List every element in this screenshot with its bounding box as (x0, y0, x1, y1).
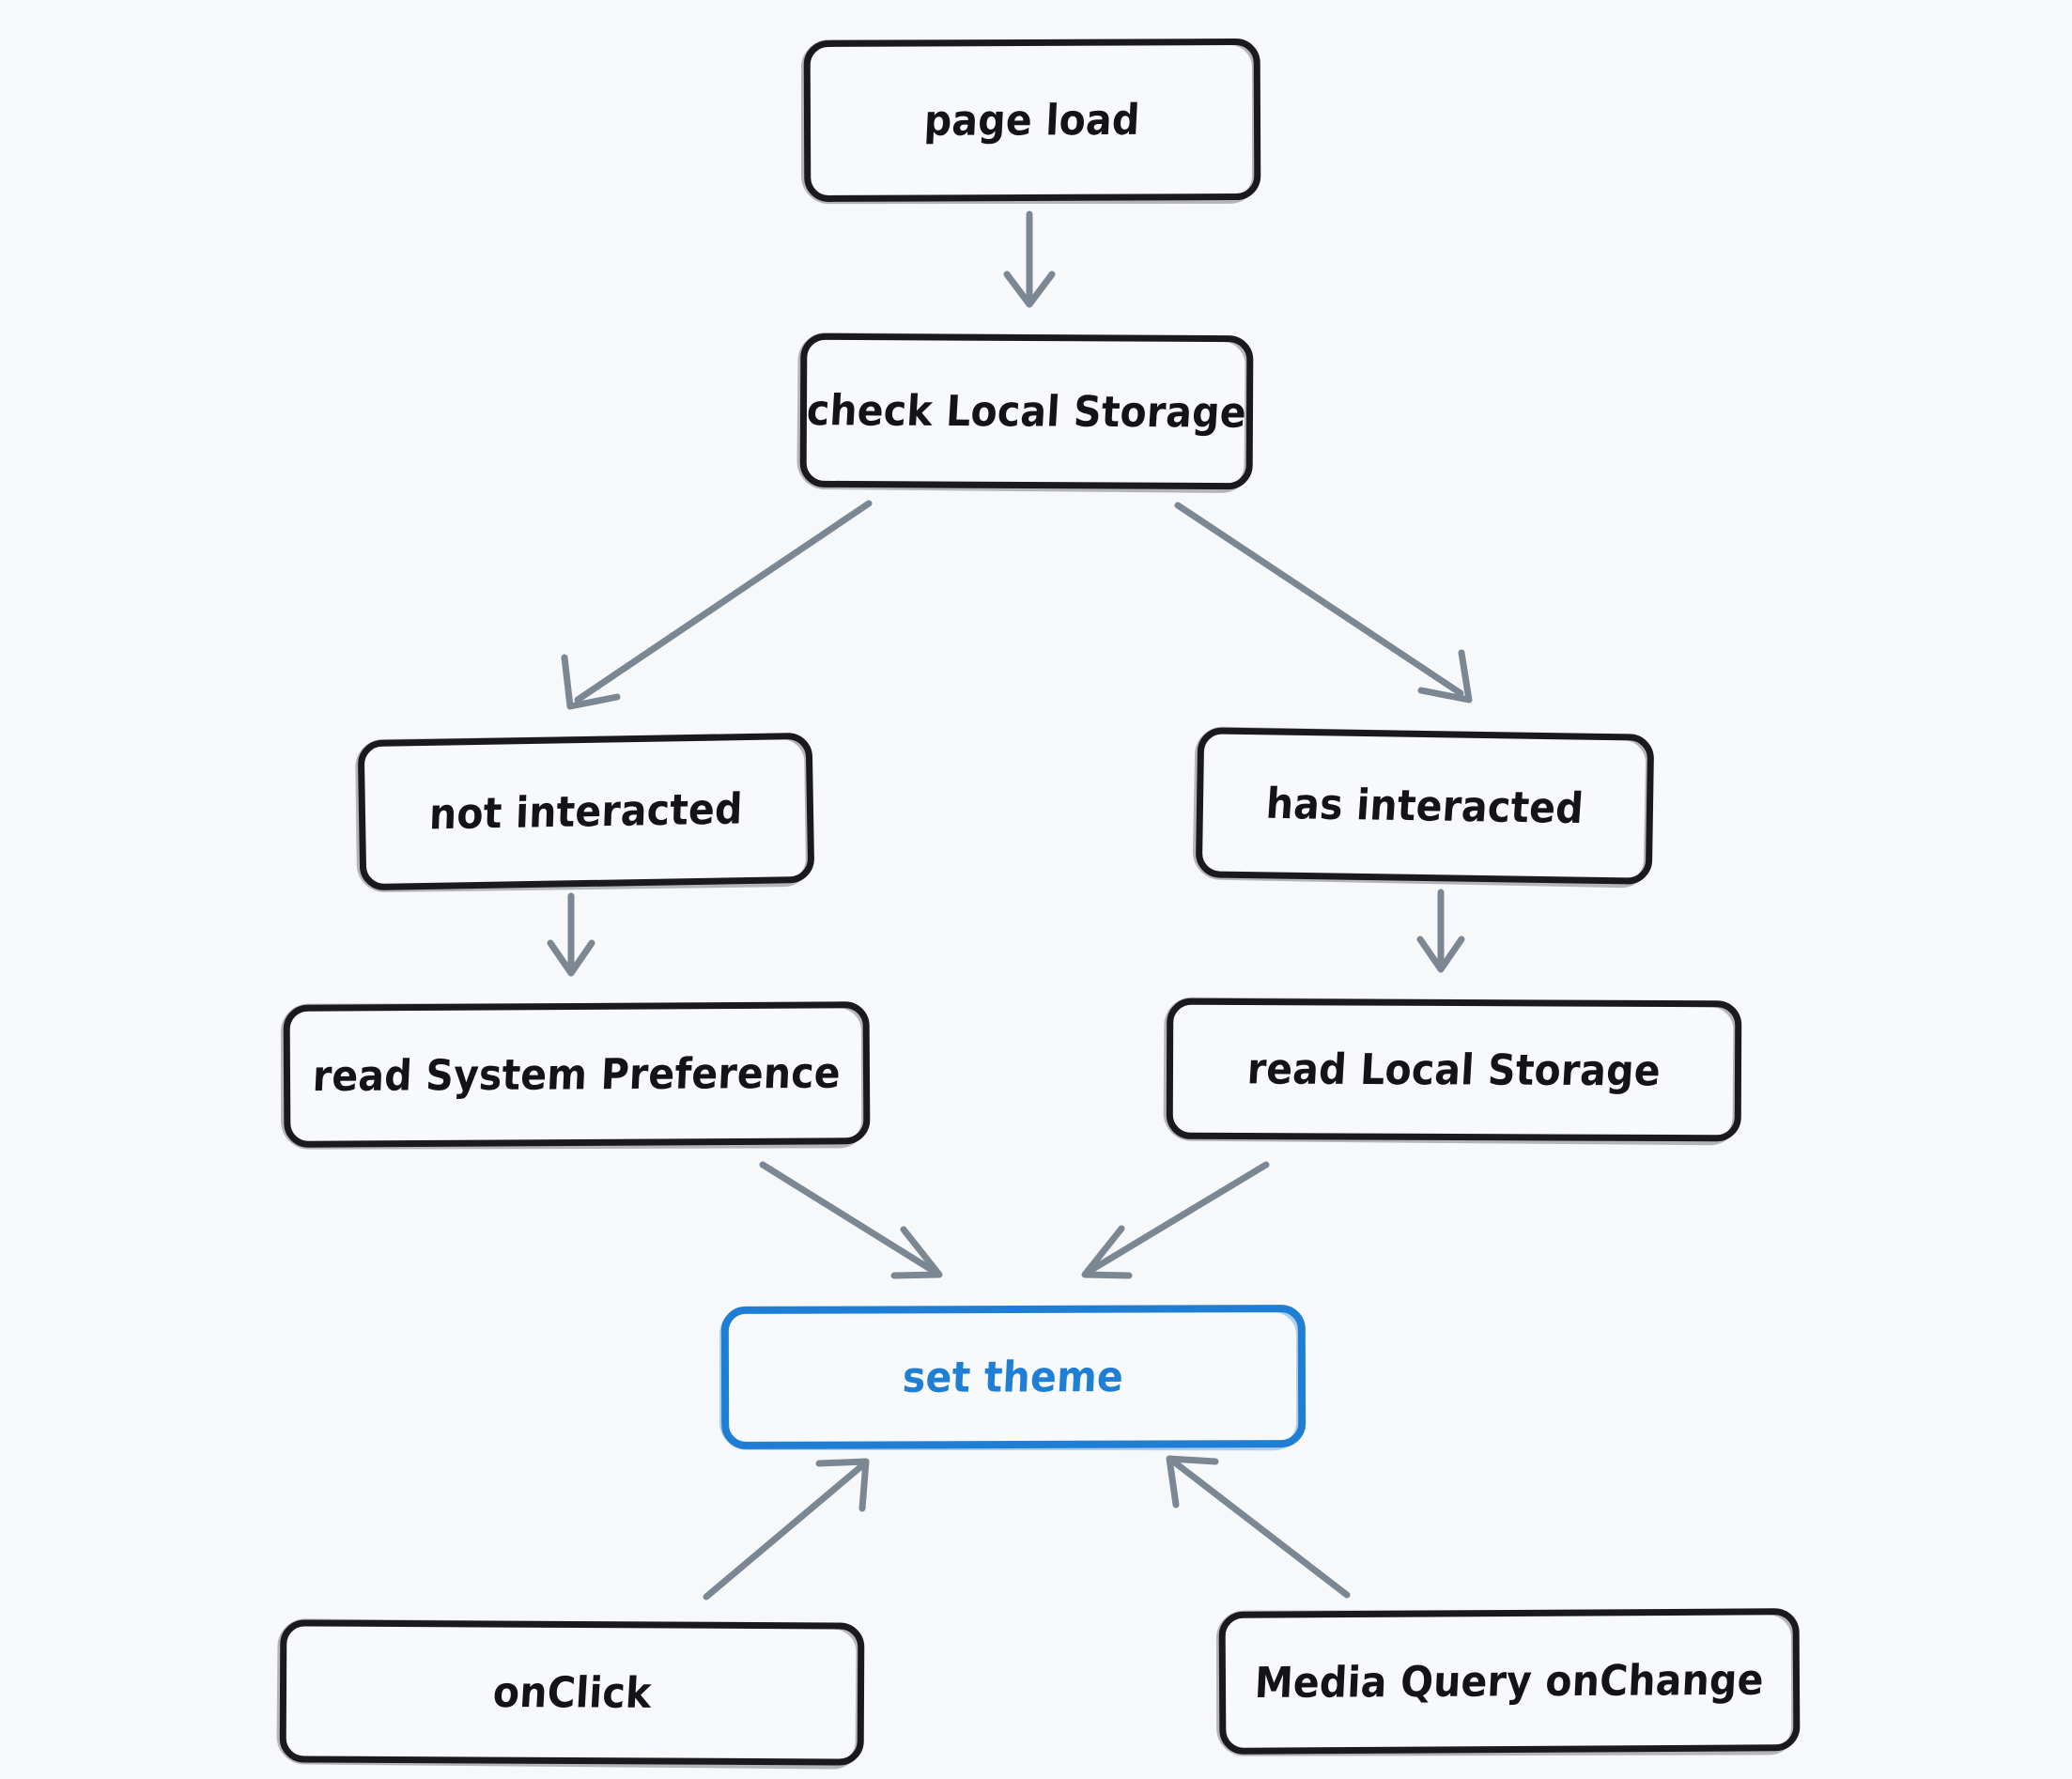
edge-media-query-onchange-to-set-theme (1166, 1455, 1351, 1599)
edge-page-load-to-check-local-storage (1003, 210, 1056, 308)
node-has-interacted[interactable]: has interacted (1195, 727, 1655, 885)
node-set-theme[interactable]: set theme (720, 1305, 1307, 1449)
edge-not-interacted-to-read-system-preference (547, 892, 595, 977)
node-label: read System Preference (311, 1047, 843, 1102)
node-read-local-storage[interactable]: read Local Storage (1166, 998, 1742, 1142)
node-label: read Local Storage (1245, 1044, 1662, 1096)
edge-onclick-to-set-theme (703, 1458, 870, 1601)
edge-read-system-preference-to-set-theme (759, 1161, 943, 1279)
node-not-interacted[interactable]: not interacted (357, 732, 815, 891)
node-label: Media Query onChange (1253, 1654, 1766, 1709)
node-label: page load (922, 95, 1142, 146)
node-onclick[interactable]: onClick (279, 1619, 865, 1766)
node-read-system-preference[interactable]: read System Preference (283, 1001, 871, 1148)
node-label: not interacted (428, 783, 744, 840)
edge-read-local-storage-to-set-theme (1081, 1161, 1270, 1279)
node-check-local-storage[interactable]: check Local Storage (799, 333, 1254, 490)
node-label: set theme (902, 1352, 1125, 1402)
node-media-query-onchange[interactable]: Media Query onChange (1218, 1608, 1801, 1755)
edge-check-local-storage-to-not-interacted (561, 500, 873, 710)
node-label: onClick (491, 1667, 653, 1718)
edge-check-local-storage-to-has-interacted (1174, 502, 1473, 704)
node-label: has interacted (1264, 778, 1585, 834)
edge-has-interacted-to-read-local-storage (1416, 889, 1465, 973)
node-page-load[interactable]: page load (803, 38, 1261, 203)
node-label: check Local Storage (805, 385, 1248, 438)
